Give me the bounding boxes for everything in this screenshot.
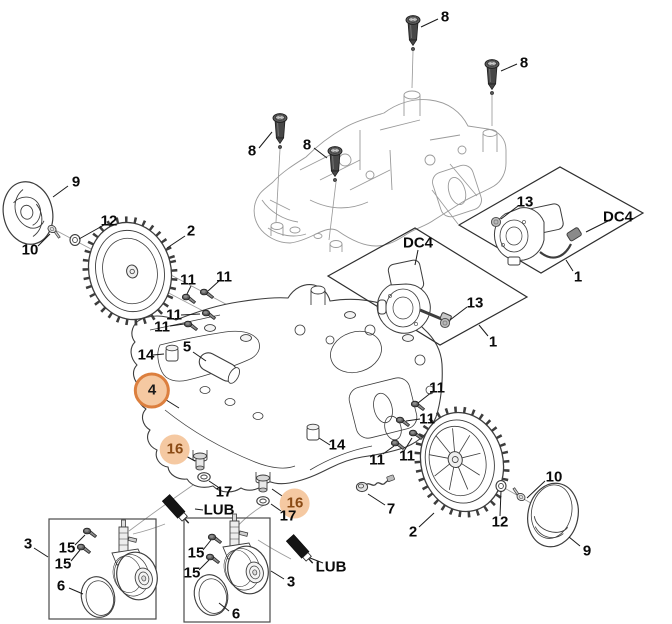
part-label-14-18: 14 bbox=[137, 346, 155, 364]
grease-tube-right bbox=[285, 533, 318, 568]
part-label-11-22: 11 bbox=[429, 379, 445, 397]
part-label-4-20[interactable]: 4 bbox=[147, 381, 157, 399]
part-label-5-19: 5 bbox=[182, 338, 192, 356]
part-label-3-43: 3 bbox=[286, 573, 296, 591]
rear-wheel-left bbox=[82, 216, 178, 326]
cap-14-left bbox=[165, 344, 179, 362]
part-label-16-28[interactable]: 16 bbox=[286, 494, 304, 512]
part-label-2-7: 2 bbox=[186, 222, 196, 240]
screw-8-b bbox=[327, 146, 343, 183]
part-label-8-0: 8 bbox=[247, 142, 257, 160]
screw-15-d bbox=[205, 553, 221, 564]
part-label-8-2: 8 bbox=[440, 8, 450, 26]
drive-motor-lower bbox=[376, 259, 452, 334]
washer-12-left bbox=[69, 234, 81, 246]
drive-motor-upper bbox=[493, 203, 582, 266]
part-label-15-37: 15 bbox=[58, 539, 76, 557]
rear-wheel-right bbox=[414, 406, 510, 518]
screw-8-a bbox=[272, 113, 288, 150]
part-label-9-35: 9 bbox=[582, 542, 592, 560]
part-label-1-13: 1 bbox=[488, 333, 498, 351]
part-label-1-10: 1 bbox=[573, 268, 583, 286]
screw-11-b bbox=[199, 288, 215, 299]
screw-15-b bbox=[76, 543, 92, 554]
part-label-13-8: 13 bbox=[516, 193, 534, 211]
caster-cover-left bbox=[80, 576, 116, 618]
screw-8-c bbox=[405, 15, 421, 52]
part-label-17-27: 17 bbox=[215, 483, 233, 501]
plug-13-upper bbox=[490, 216, 502, 228]
caster-assembly-left bbox=[111, 519, 158, 601]
screw-8-d bbox=[484, 59, 500, 96]
part-label-10-6: 10 bbox=[21, 241, 39, 259]
caster-assembly-right bbox=[219, 513, 274, 600]
part-label-15-40: 15 bbox=[187, 544, 205, 562]
oring-17-right bbox=[256, 496, 270, 506]
part-label-11-23: 11 bbox=[419, 410, 435, 428]
plug-13-lower bbox=[439, 317, 451, 329]
screw-15-a bbox=[82, 527, 98, 538]
part-label-6-39: 6 bbox=[56, 577, 66, 595]
screw-11-a bbox=[181, 293, 197, 304]
part-label-11-17: 11 bbox=[154, 318, 170, 336]
part-label-3-36: 3 bbox=[23, 535, 33, 553]
caster-box-right bbox=[183, 517, 271, 623]
part-label-14-21: 14 bbox=[328, 436, 346, 454]
part-label-dc4-11: DC4 bbox=[402, 234, 434, 252]
roller-5 bbox=[198, 352, 241, 384]
wheel-cap-left bbox=[2, 181, 54, 245]
part-label-12-5: 12 bbox=[100, 212, 118, 230]
part-label-17-29: 17 bbox=[279, 507, 297, 525]
upper-chassis-ghost bbox=[253, 90, 507, 252]
part-label-8-1: 8 bbox=[302, 136, 312, 154]
part-label-8-3: 8 bbox=[519, 54, 529, 72]
lower-chassis-part-4 bbox=[130, 284, 443, 493]
part-label-9-4: 9 bbox=[71, 173, 81, 191]
part-label-10-34: 10 bbox=[545, 468, 563, 486]
part-label-2-32: 2 bbox=[408, 523, 418, 541]
wheel-cap-right bbox=[527, 482, 579, 548]
part-label-dc4-9: DC4 bbox=[602, 208, 634, 226]
part-label-11-16: 11 bbox=[166, 306, 182, 324]
part-label-lub-44: LUB bbox=[315, 558, 347, 576]
part-label-6-42: 6 bbox=[231, 605, 241, 623]
cap-14-right bbox=[306, 423, 320, 441]
part-label-13-12: 13 bbox=[466, 294, 484, 312]
screw-15-c bbox=[207, 533, 223, 544]
part-label-15-41: 15 bbox=[183, 564, 201, 582]
part-label-lub-30: LUB bbox=[203, 501, 235, 519]
part-label-11-15: 11 bbox=[216, 268, 232, 286]
part-label-11-24: 11 bbox=[369, 451, 385, 469]
part-label-16-26[interactable]: 16 bbox=[166, 440, 184, 458]
part-label-11-25: 11 bbox=[399, 447, 415, 465]
part-label-12-33: 12 bbox=[491, 513, 509, 531]
part-label-11-14: 11 bbox=[180, 271, 196, 289]
screw-10-right bbox=[509, 486, 528, 503]
washer-12-right bbox=[495, 480, 507, 492]
screw-7 bbox=[355, 474, 395, 493]
part-label-15-38: 15 bbox=[54, 555, 72, 573]
grease-tube-left bbox=[161, 493, 194, 528]
part-label-7-31: 7 bbox=[386, 500, 396, 518]
